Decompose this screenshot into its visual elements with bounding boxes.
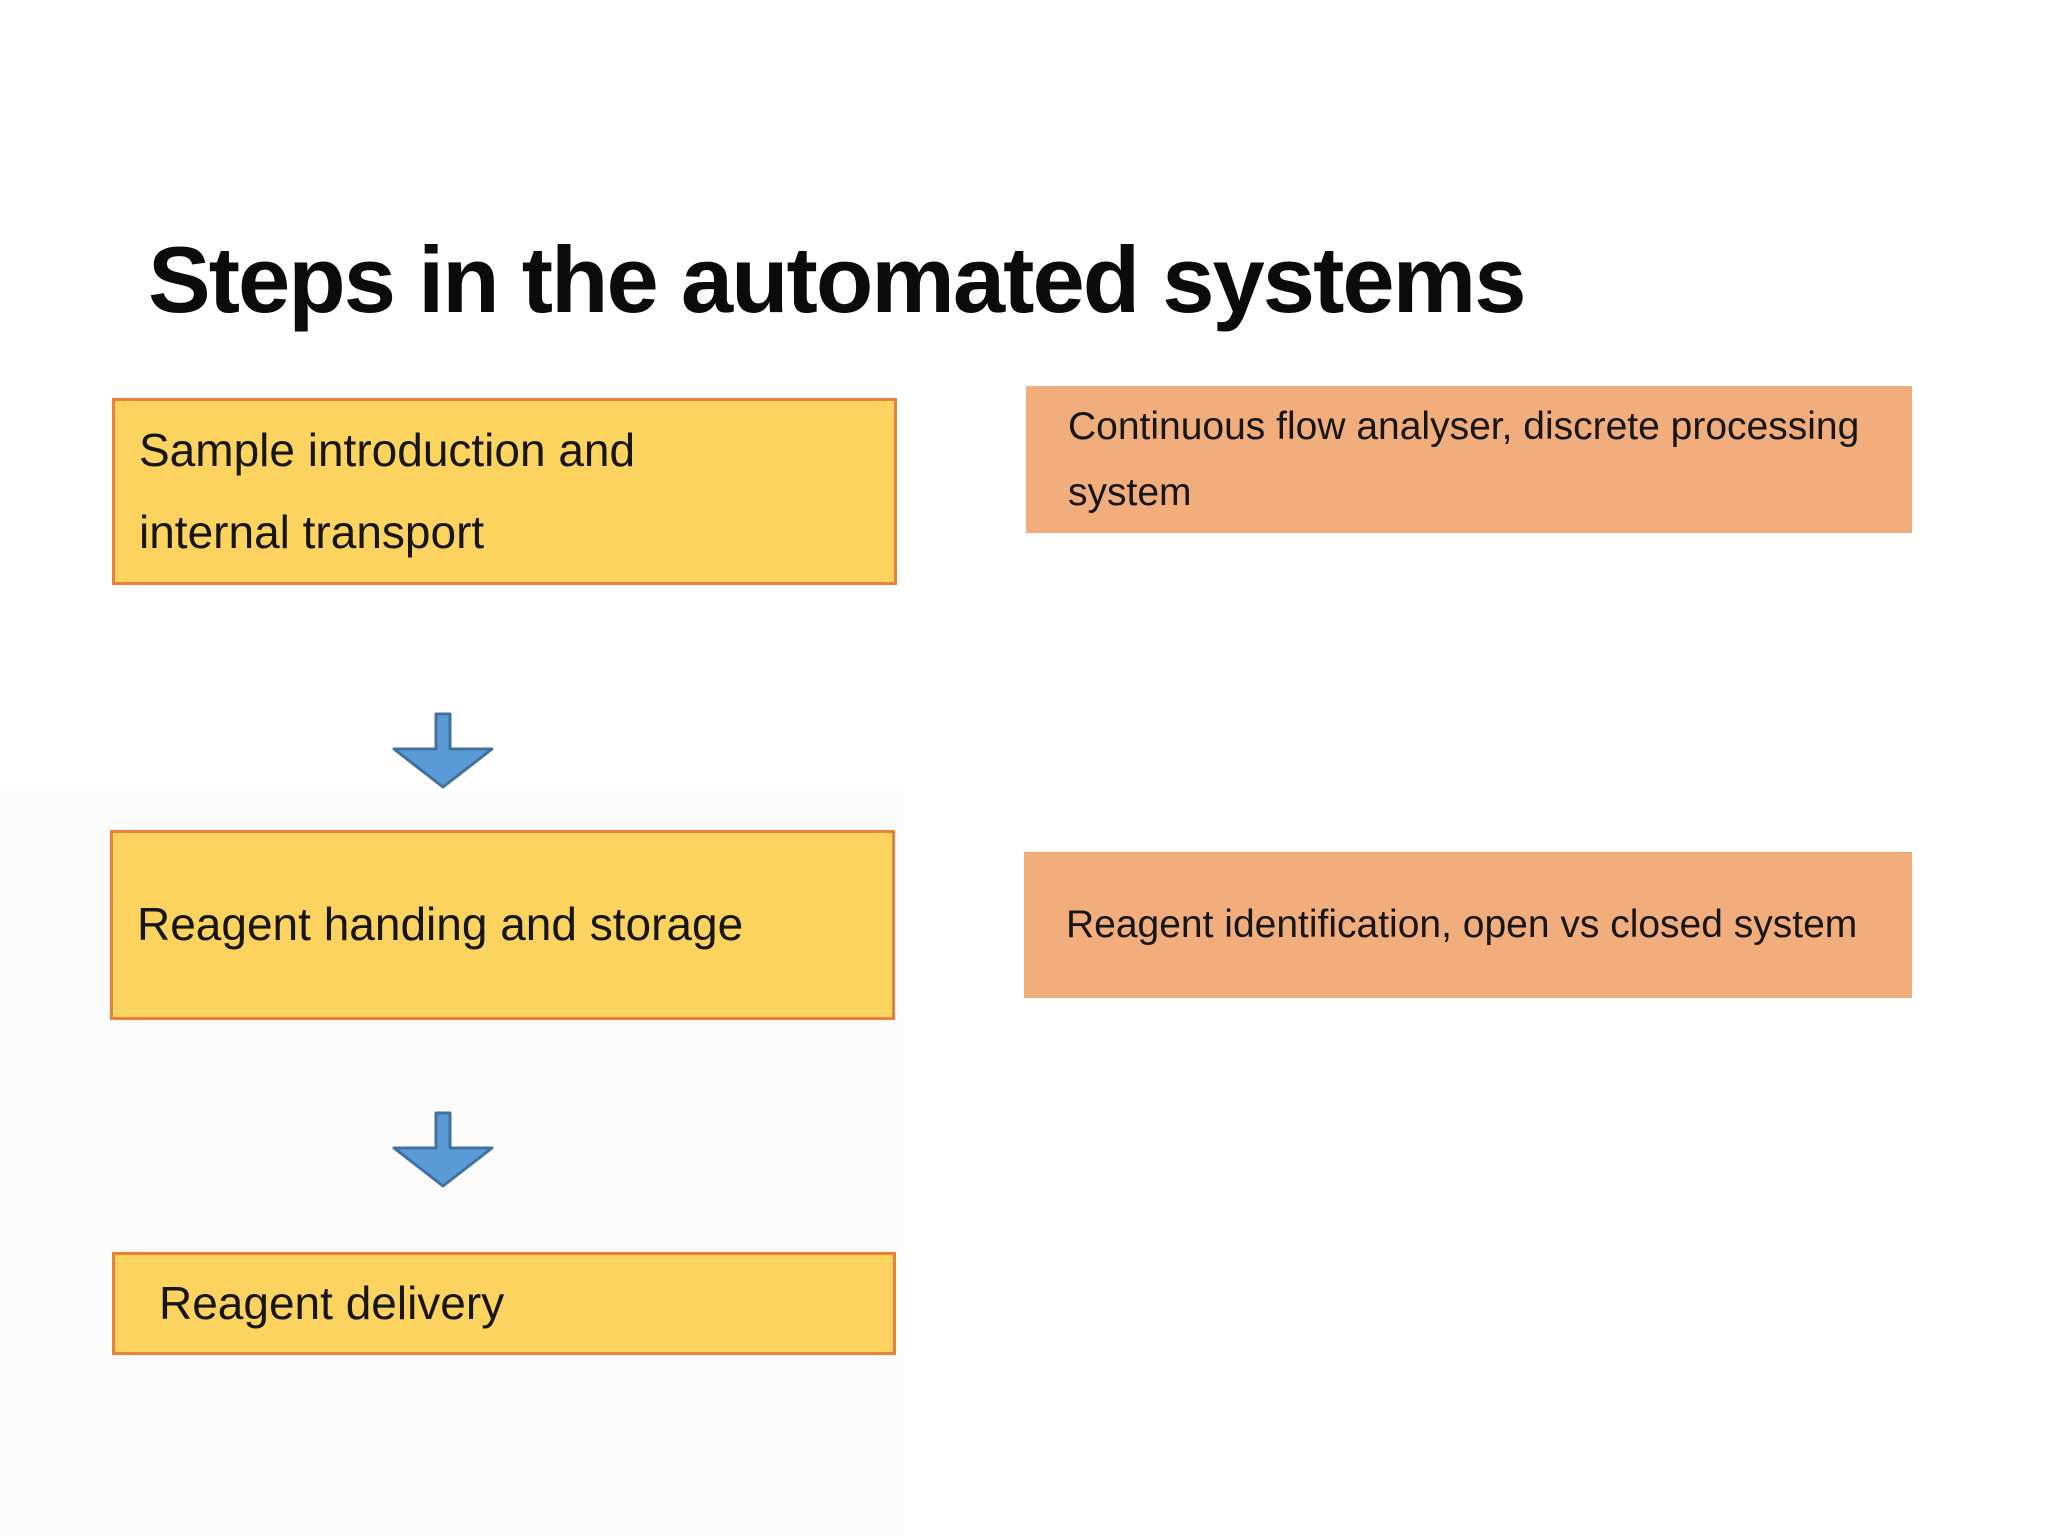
step-label: Reagent handing and storage <box>137 898 744 951</box>
note-label: Reagent identification, open vs closed s… <box>1066 903 1858 947</box>
slide-title: Steps in the automated systems <box>148 226 1527 332</box>
down-arrow-icon <box>392 1111 494 1189</box>
note-label: Continuous flow analyser, discrete proce… <box>1068 404 1860 514</box>
step-label: Sample introduction and internal transpo… <box>139 423 636 558</box>
note-box-analyser-types: Continuous flow analyser, discrete proce… <box>1026 386 1912 533</box>
step-box-reagent-delivery: Reagent delivery <box>112 1252 896 1355</box>
step-box-reagent-handling: Reagent handing and storage <box>110 830 895 1020</box>
note-box-reagent-identification: Reagent identification, open vs closed s… <box>1024 852 1912 998</box>
down-arrow-icon <box>392 712 494 790</box>
step-box-sample-introduction: Sample introduction and internal transpo… <box>112 398 897 585</box>
step-label: Reagent delivery <box>159 1276 505 1329</box>
